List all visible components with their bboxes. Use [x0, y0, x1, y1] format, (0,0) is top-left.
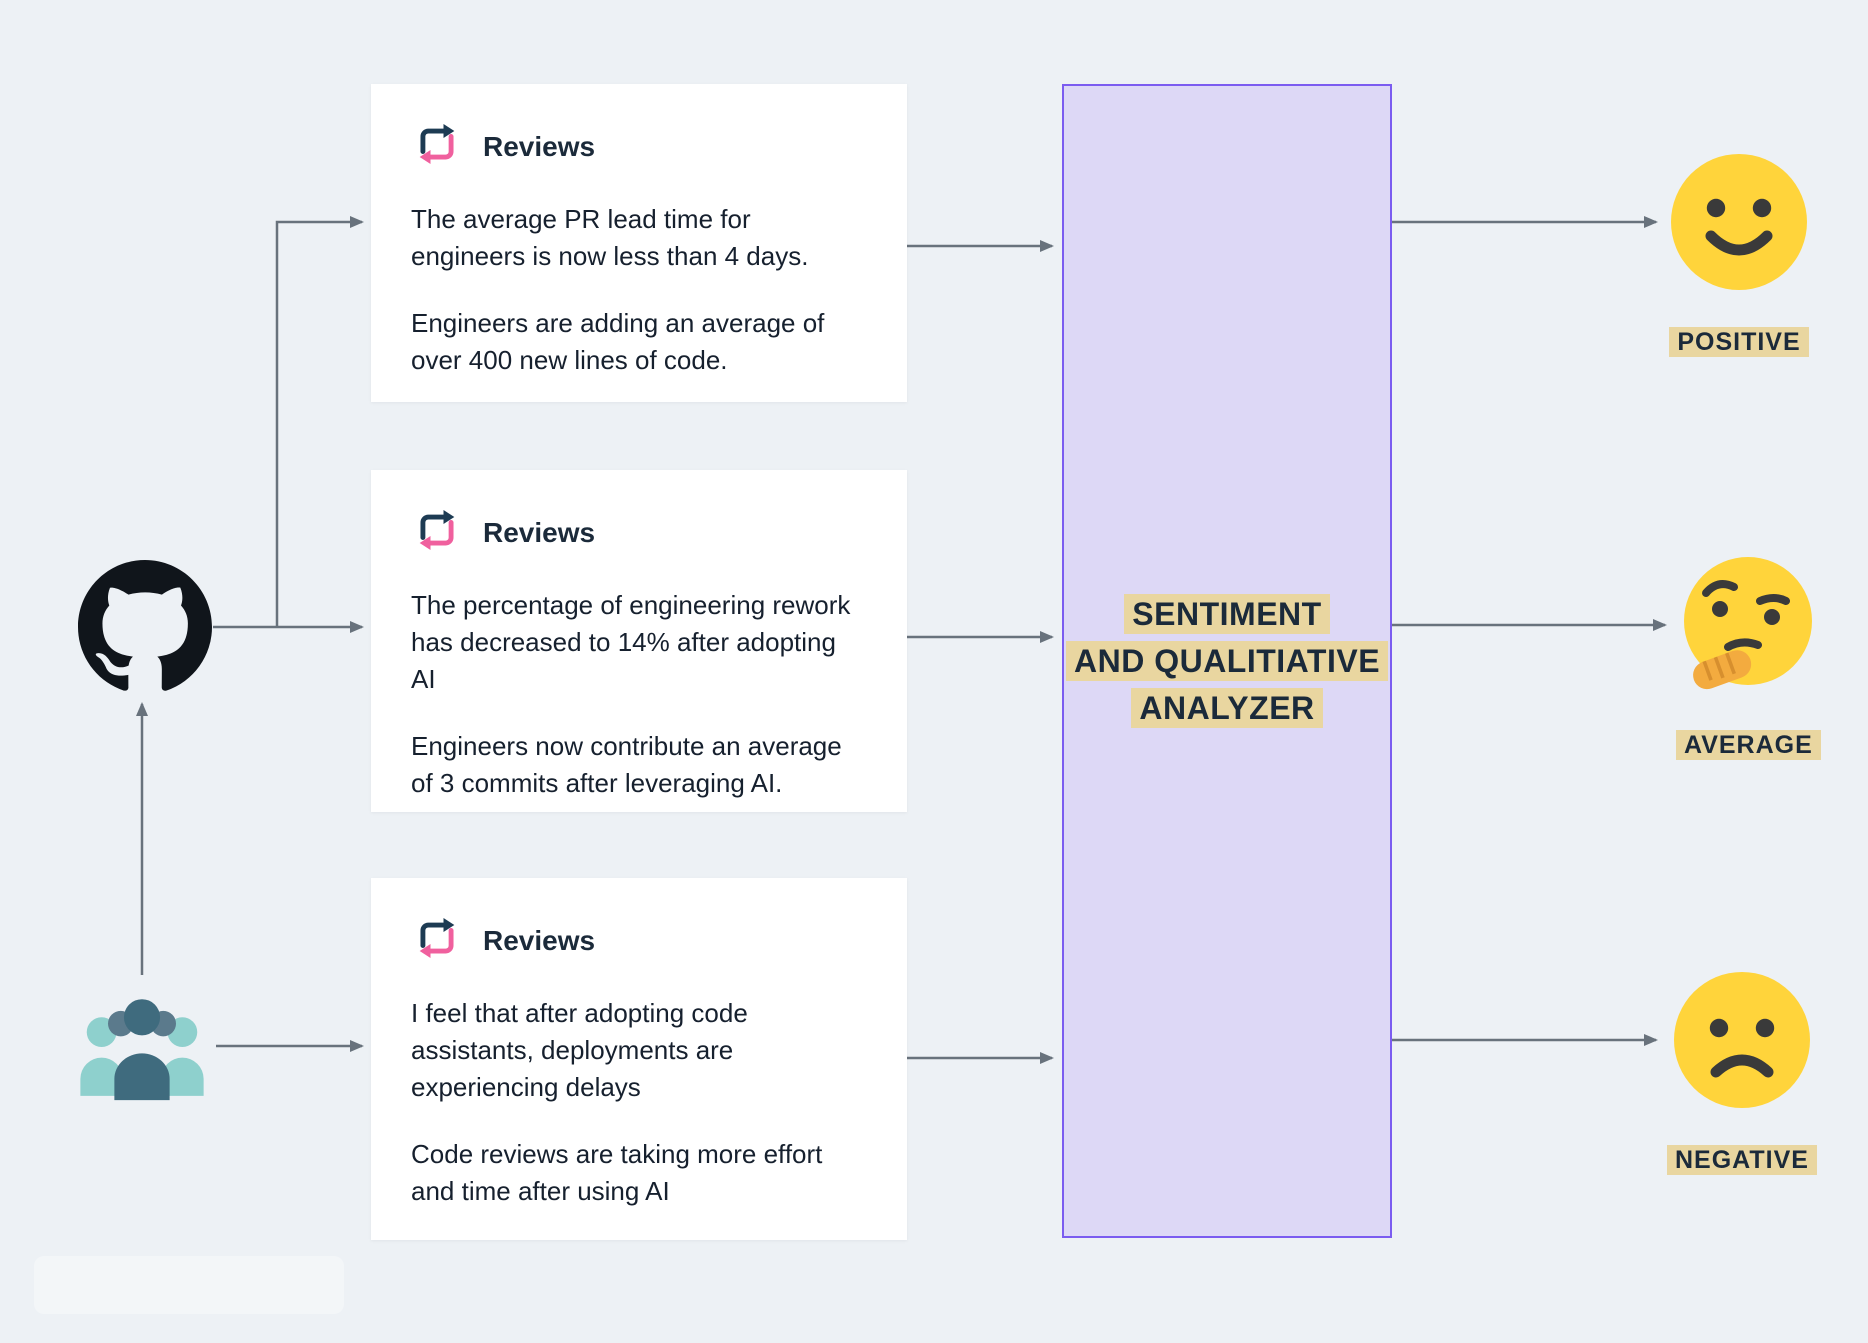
output-negative: NEGATIVE [1667, 968, 1817, 1175]
analyzer-title-line: AND QUALITIATIVE [1065, 640, 1389, 681]
watermark [34, 1256, 344, 1314]
review-card-2: Reviews The percentage of engineering re… [371, 470, 907, 812]
card-paragraph: The percentage of engineering rework has… [411, 590, 851, 694]
card-paragraph: Engineers now contribute an average of 3… [411, 730, 842, 798]
analyzer-box: SENTIMENT AND QUALITIATIVE ANALYZER [1062, 84, 1392, 1238]
repeat-icon [411, 504, 463, 561]
github-icon [78, 560, 212, 694]
output-label: POSITIVE [1669, 327, 1809, 357]
arrow-github-to-card1 [275, 216, 364, 627]
output-label: AVERAGE [1676, 730, 1821, 760]
card-paragraph: Engineers are adding an average of over … [411, 307, 825, 375]
output-average: AVERAGE [1676, 553, 1821, 760]
frowning-face-icon [1670, 968, 1814, 1112]
output-positive: POSITIVE [1667, 150, 1811, 357]
card-paragraph: I feel that after adopting code assistan… [411, 998, 748, 1102]
card-title: Reviews [483, 516, 596, 548]
card-paragraph: The average PR lead time for engineers i… [411, 204, 809, 271]
card-paragraph: Code reviews are taking more effort and … [411, 1138, 823, 1206]
review-card-1: Reviews The average PR lead time for eng… [371, 84, 907, 402]
card-title: Reviews [483, 130, 596, 162]
repeat-icon [411, 912, 463, 969]
analyzer-title-line: ANALYZER [1131, 687, 1323, 728]
review-card-3: Reviews I feel that after adopting code … [371, 878, 907, 1240]
repeat-icon [411, 118, 463, 175]
smiling-face-icon [1667, 150, 1811, 294]
team-icon [74, 982, 210, 1112]
card-title: Reviews [483, 924, 596, 956]
output-label: NEGATIVE [1667, 1145, 1817, 1175]
analyzer-title-line: SENTIMENT [1124, 593, 1330, 634]
thinking-face-icon [1676, 553, 1820, 697]
